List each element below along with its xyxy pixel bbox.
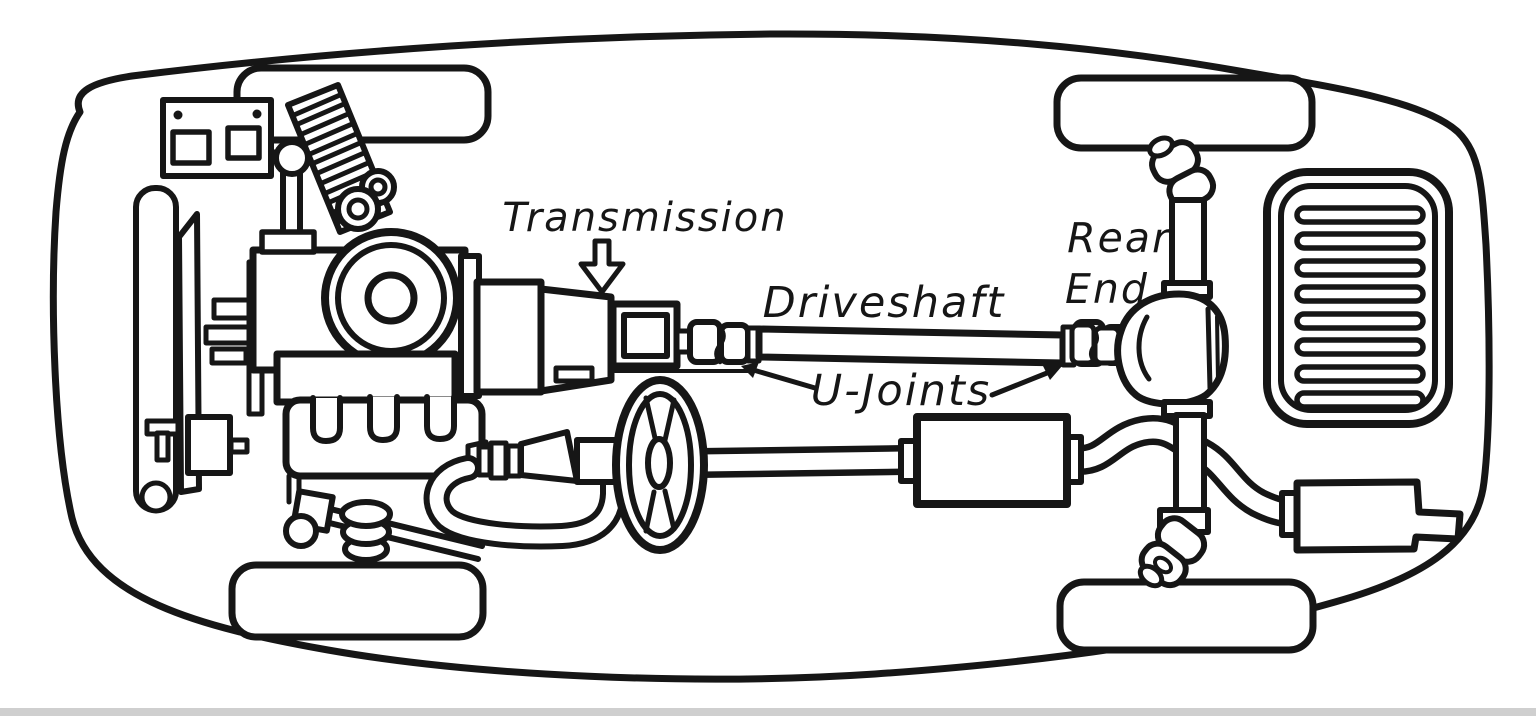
wheel-rear-left xyxy=(1053,74,1316,152)
muffler xyxy=(898,413,1084,508)
driveshaft xyxy=(755,325,1067,367)
exhaust-manifold xyxy=(282,394,489,480)
label-rear-end-line2: End xyxy=(1065,265,1149,313)
tailpipe xyxy=(1293,478,1464,554)
wheel-rear-right xyxy=(1056,578,1317,654)
label-transmission: Transmission xyxy=(502,195,787,241)
gas-tank xyxy=(1263,168,1453,428)
car-body-outline xyxy=(49,30,1493,683)
footer-strip xyxy=(0,708,1536,716)
engine-fan xyxy=(321,228,461,368)
wheel-front-left xyxy=(233,64,492,144)
label-driveshaft: Driveshaft xyxy=(763,278,1006,328)
spare-pulley-wheel xyxy=(612,376,708,554)
engine-mount xyxy=(283,473,485,562)
u-joints-arrow-right xyxy=(989,366,1062,398)
transmission xyxy=(473,278,759,396)
rear-axle-lower xyxy=(1137,399,1213,589)
label-u-joints: U-Joints xyxy=(811,366,991,416)
rear-differential xyxy=(1069,290,1229,408)
u-joint-front xyxy=(687,319,762,365)
u-joints-arrow-left xyxy=(741,362,818,391)
transmission-arrow xyxy=(578,238,626,295)
rear-axle-upper xyxy=(1147,135,1217,300)
wheel-front-right xyxy=(228,561,487,641)
oil-pan xyxy=(273,350,459,406)
labels-layer: Transmission Driveshaft U-Joints Rear En… xyxy=(502,195,1171,416)
exhaust-cone xyxy=(476,429,620,485)
label-rear-end-line1: Rear xyxy=(1067,214,1171,262)
battery xyxy=(160,97,274,179)
coil-spring xyxy=(339,499,393,563)
ribbed-hose xyxy=(285,82,397,235)
resonator xyxy=(1279,478,1464,554)
